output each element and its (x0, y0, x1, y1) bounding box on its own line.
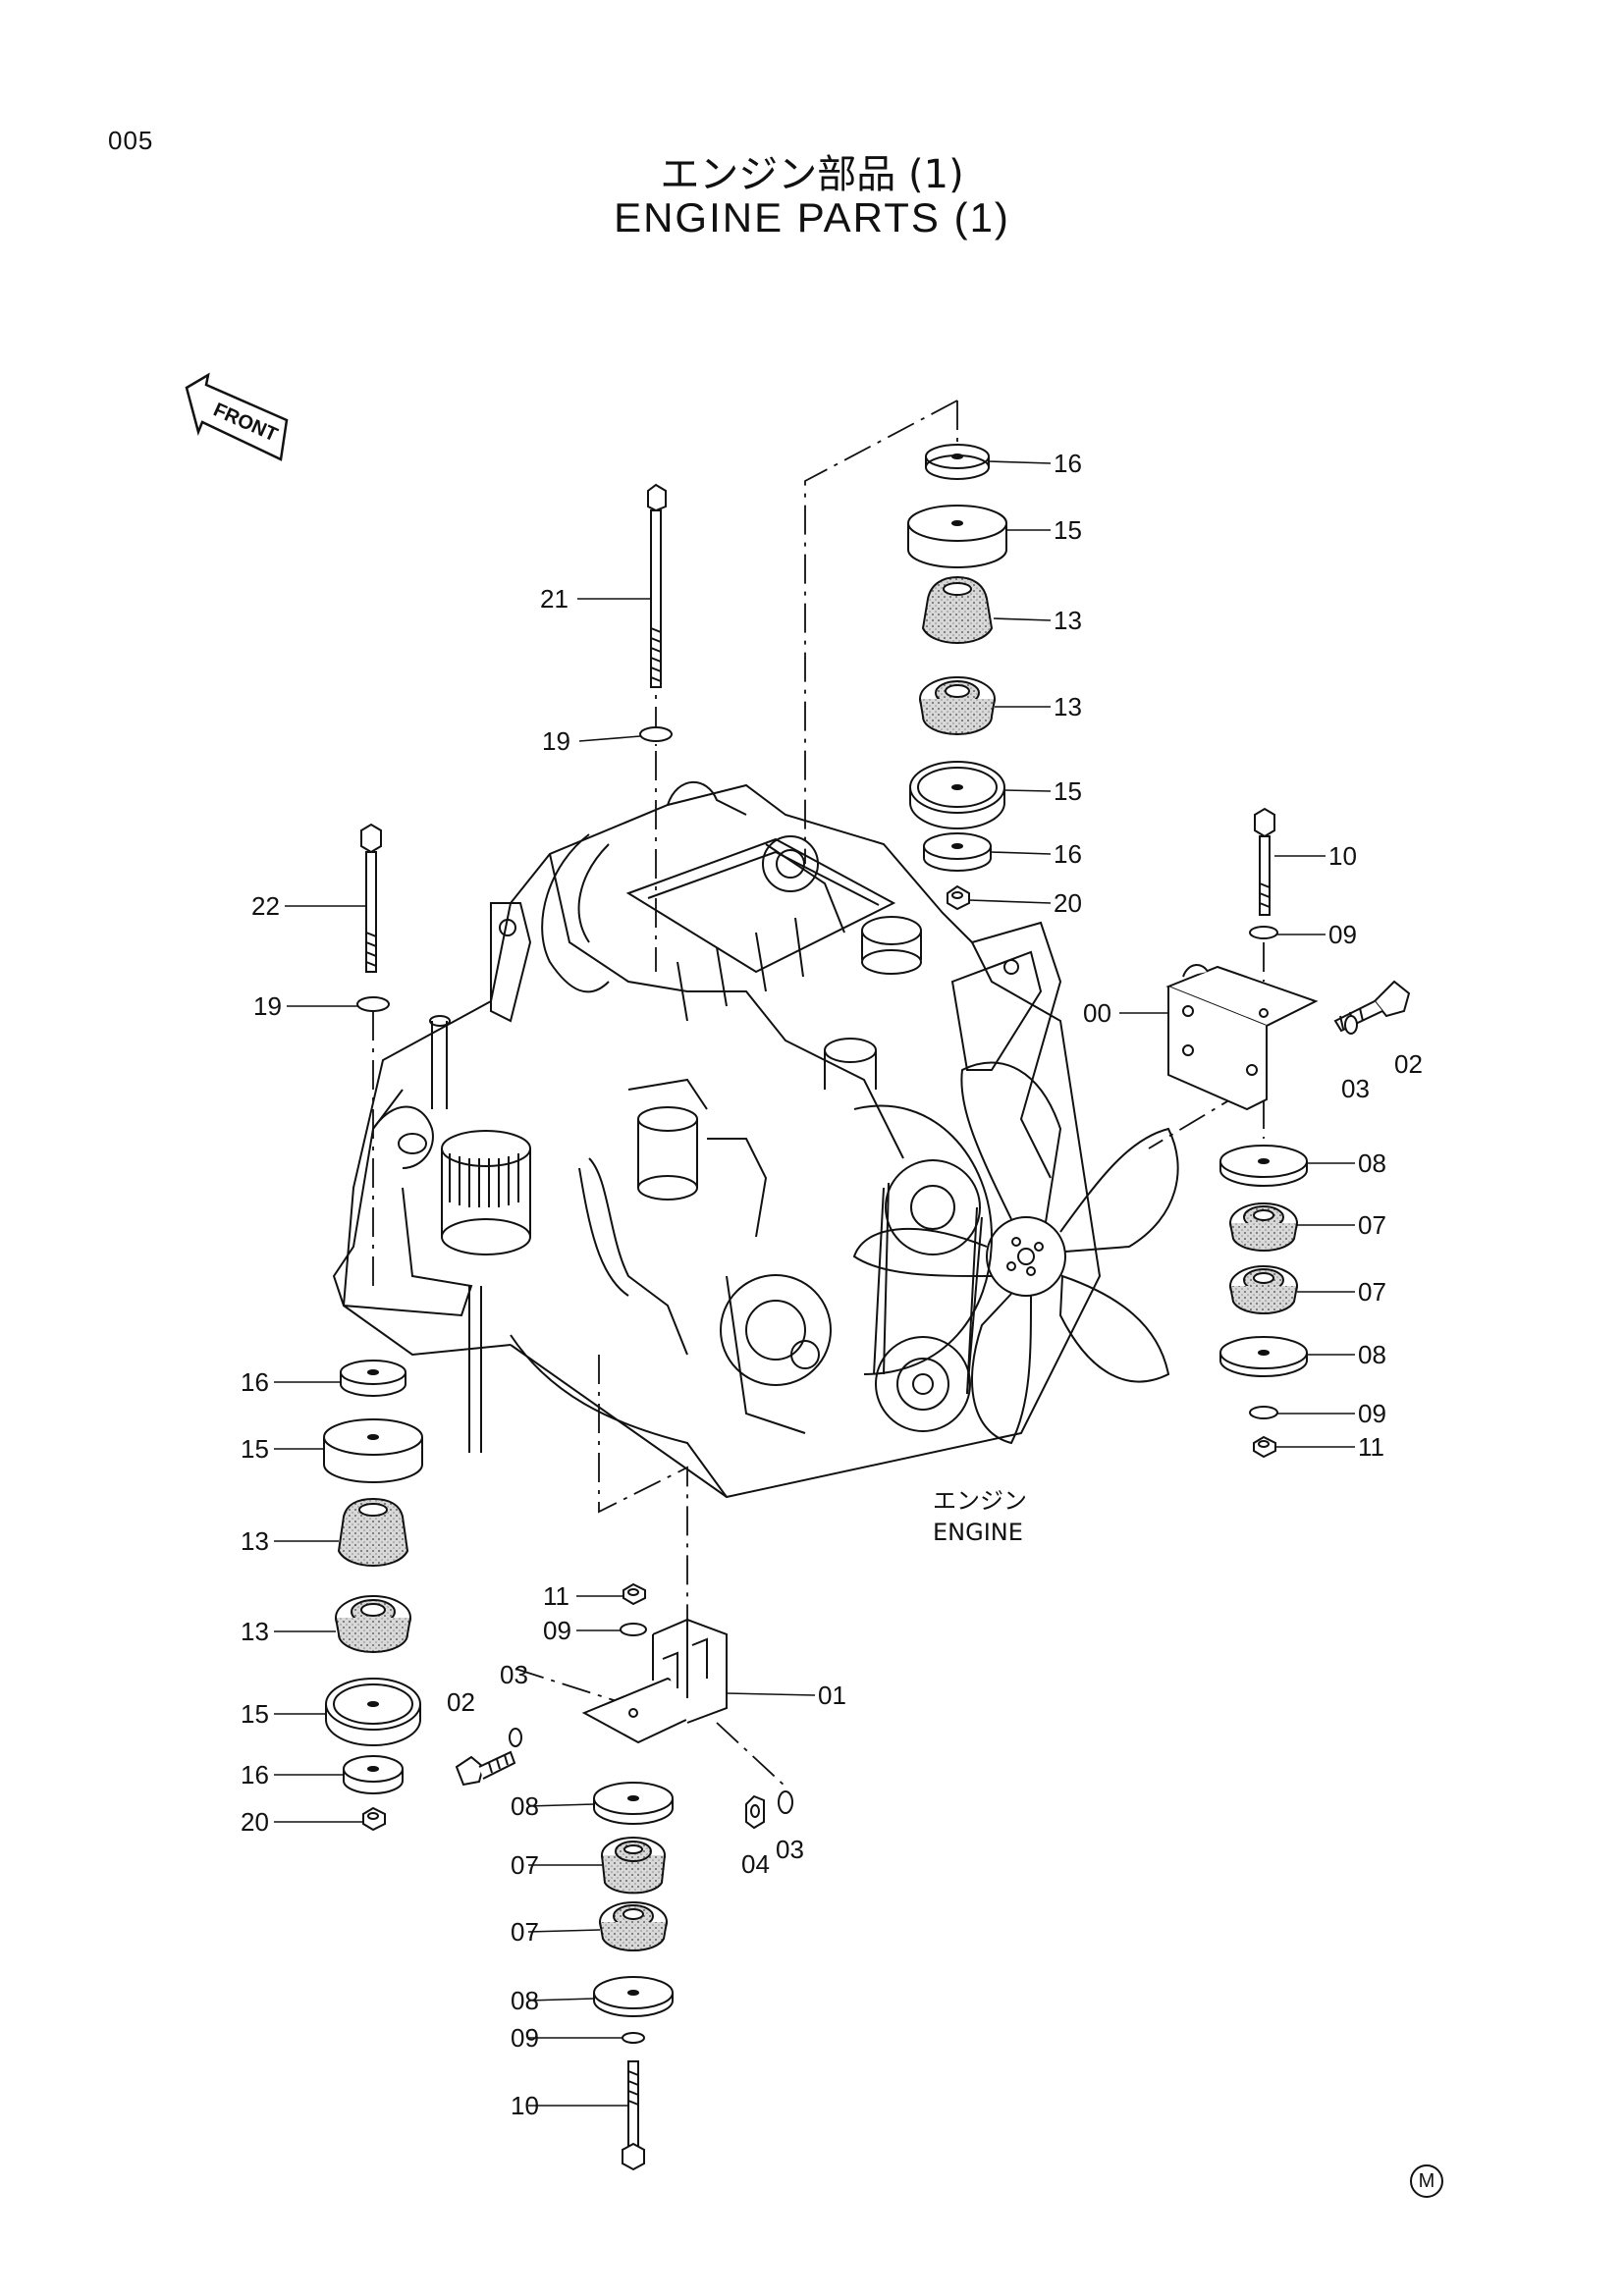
callout-08: 08 (1358, 1148, 1386, 1178)
bolt-21 (647, 483, 667, 688)
m-mark-icon: M (1410, 2164, 1443, 2198)
callout-15: 15 (1054, 776, 1082, 806)
callout-16: 16 (1054, 839, 1082, 869)
callout-16: 16 (241, 1760, 269, 1789)
callout-03: 03 (1341, 1074, 1370, 1103)
callout-15: 15 (1054, 515, 1082, 545)
engine-label-jp: エンジン (933, 1487, 1027, 1515)
callout-10: 10 (1328, 841, 1357, 871)
callout-19: 19 (542, 726, 570, 756)
callout-11: 11 (543, 1581, 569, 1611)
callout-02: 02 (1394, 1049, 1423, 1079)
callout-00: 00 (1083, 998, 1111, 1028)
callout-10: 10 (511, 2091, 539, 2120)
title-english: ENGINE PARTS (1) (614, 194, 1010, 240)
callout-02: 02 (447, 1687, 475, 1717)
title-japanese: エンジン部品 (1) (660, 152, 964, 197)
bolt-22 (360, 823, 382, 973)
callout-22: 22 (251, 891, 280, 921)
callout-09: 09 (511, 2023, 539, 2053)
callout-13: 13 (1054, 606, 1082, 635)
callout-08: 08 (1358, 1340, 1386, 1369)
callout-09: 09 (543, 1616, 571, 1645)
callout-07: 07 (511, 1850, 539, 1880)
callout-08: 08 (511, 1986, 539, 2015)
top-mount-stack (907, 444, 1007, 911)
callout-15: 15 (241, 1434, 269, 1464)
callout-19: 19 (253, 991, 282, 1021)
callout-leaders (274, 460, 1355, 2107)
callout-07: 07 (511, 1917, 539, 1947)
left-mount-stack (323, 1360, 423, 1832)
callout-11: 11 (1358, 1432, 1384, 1462)
callout-03: 03 (500, 1660, 528, 1689)
callout-16: 16 (241, 1367, 269, 1397)
engine-label-en: ENGINE (933, 1519, 1023, 1546)
callout-13: 13 (1054, 692, 1082, 721)
callout-03: 03 (776, 1835, 804, 1864)
callout-15: 15 (241, 1699, 269, 1729)
callout-21: 21 (540, 584, 568, 614)
callout-20: 20 (1054, 888, 1082, 918)
washer-19-top (639, 726, 673, 742)
callout-01: 01 (818, 1681, 846, 1710)
callout-labels: 16 15 13 13 15 16 20 21 19 22 19 10 09 0… (241, 449, 1423, 2120)
front-arrow-icon: FRONT (185, 372, 289, 461)
callout-07: 07 (1358, 1277, 1386, 1307)
washer-19-left (356, 996, 390, 1012)
callout-07: 07 (1358, 1210, 1386, 1240)
engine-body (332, 780, 1179, 1499)
callout-13: 13 (241, 1526, 269, 1556)
right-mount-stack (1165, 807, 1411, 1459)
leader-lines (372, 400, 1265, 1788)
callout-04: 04 (741, 1849, 770, 1879)
page-number: 005 (108, 126, 154, 155)
callout-20: 20 (241, 1807, 269, 1837)
callout-08: 08 (511, 1791, 539, 1821)
callout-13: 13 (241, 1617, 269, 1646)
callout-09: 09 (1328, 920, 1357, 949)
callout-09: 09 (1358, 1399, 1386, 1428)
callout-16: 16 (1054, 449, 1082, 478)
